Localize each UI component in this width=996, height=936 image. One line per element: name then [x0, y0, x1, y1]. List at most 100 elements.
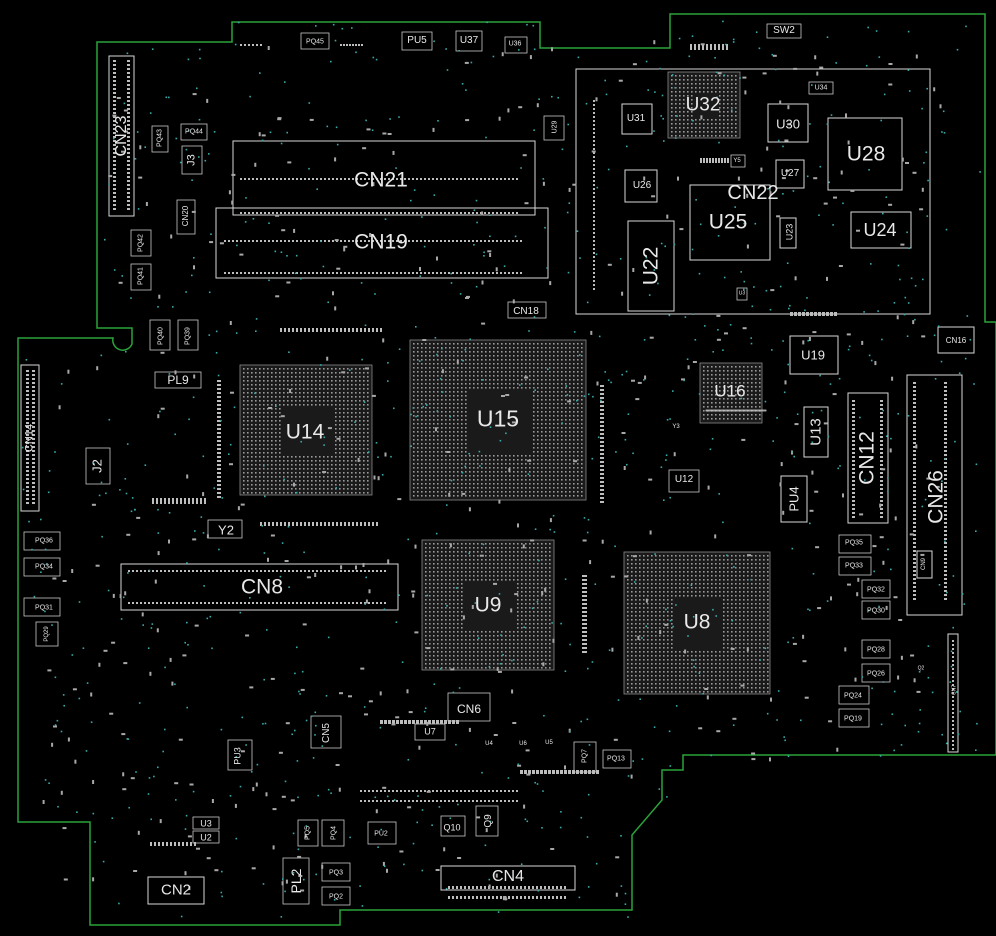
- pad: [388, 240, 390, 242]
- bga-ball: [739, 386, 741, 388]
- bga-ball: [747, 655, 749, 657]
- bga-ball: [279, 432, 281, 434]
- bga-ball: [521, 615, 523, 617]
- bga-ball: [509, 559, 511, 561]
- bga-ball: [635, 595, 637, 597]
- bga-ball: [509, 651, 511, 653]
- bga-ball: [627, 627, 629, 629]
- bga-ball: [639, 643, 641, 645]
- bga-ball: [667, 575, 669, 577]
- bga-ball: [561, 443, 563, 445]
- bga-ball: [545, 555, 547, 557]
- component-outline: [130, 229, 152, 257]
- bga-ball: [529, 611, 531, 613]
- bga-ball: [279, 420, 281, 422]
- bga-ball: [433, 371, 435, 373]
- bga-ball: [449, 643, 451, 645]
- bga-ball: [703, 127, 705, 129]
- bga-ball: [577, 375, 579, 377]
- bga-ball: [481, 635, 483, 637]
- bga-ball: [747, 567, 749, 569]
- bga-ball: [413, 351, 415, 353]
- bga-ball: [553, 463, 555, 465]
- bga-ball: [339, 396, 341, 398]
- bga-ball: [425, 375, 427, 377]
- bga-ball: [731, 378, 733, 380]
- bga-ball: [433, 471, 435, 473]
- bga-ball: [509, 351, 511, 353]
- bga-ball: [715, 579, 717, 581]
- bga-ball: [465, 659, 467, 661]
- bga-ball: [739, 651, 741, 653]
- bga-ball: [323, 400, 325, 402]
- bga-ball: [497, 547, 499, 549]
- bga-ball: [437, 579, 439, 581]
- bga-ball: [469, 651, 471, 653]
- bga-ball: [565, 347, 567, 349]
- bga-ball: [663, 687, 665, 689]
- bga-ball: [247, 424, 249, 426]
- bga-ball: [271, 464, 273, 466]
- bga-ball: [577, 395, 579, 397]
- bga-ball: [577, 379, 579, 381]
- bga-ball: [763, 675, 765, 677]
- bga-ball: [251, 372, 253, 374]
- bga-ball: [425, 387, 427, 389]
- bga-ball: [627, 683, 629, 685]
- bga-ball: [513, 375, 515, 377]
- bga-ball: [711, 663, 713, 665]
- bga-ball: [505, 651, 507, 653]
- bga-ball: [703, 679, 705, 681]
- bga-ball: [747, 579, 749, 581]
- bga-ball: [513, 371, 515, 373]
- bga-ball: [267, 404, 269, 406]
- bga-ball: [259, 400, 261, 402]
- bga-ball: [441, 571, 443, 573]
- bga-ball: [473, 647, 475, 649]
- bga-ball: [639, 647, 641, 649]
- pad: [476, 212, 478, 214]
- bga-ball: [437, 367, 439, 369]
- bga-ball: [759, 382, 761, 384]
- bga-ball: [679, 583, 681, 585]
- bga-ball: [667, 679, 669, 681]
- bga-ball: [493, 579, 495, 581]
- bga-ball: [279, 388, 281, 390]
- bga-ball: [473, 355, 475, 357]
- bga-ball: [461, 371, 463, 373]
- bga-ball: [433, 575, 435, 577]
- pad: [356, 178, 358, 180]
- bga-ball: [565, 355, 567, 357]
- bga-ball: [763, 671, 765, 673]
- bga-ball: [679, 595, 681, 597]
- bga-ball: [723, 659, 725, 661]
- bga-ball: [441, 567, 443, 569]
- pad: [276, 178, 278, 180]
- bga-ball: [699, 671, 701, 673]
- bga-ball: [631, 559, 633, 561]
- bga-ball: [663, 587, 665, 589]
- bga-ball: [433, 643, 435, 645]
- component-outline: [282, 857, 310, 905]
- bga-ball: [565, 439, 567, 441]
- bga-ball: [279, 372, 281, 374]
- bga-ball: [279, 456, 281, 458]
- bga-ball: [441, 587, 443, 589]
- bga-ball: [315, 488, 317, 490]
- bga-ball: [565, 447, 567, 449]
- bga-ball: [711, 127, 713, 129]
- bga-ball: [647, 563, 649, 565]
- bga-ball: [521, 583, 523, 585]
- bga-ball: [267, 396, 269, 398]
- bga-ball: [735, 687, 737, 689]
- pad: [280, 178, 282, 180]
- bga-ball: [497, 371, 499, 373]
- bga-ball: [339, 480, 341, 482]
- bga-ball: [263, 392, 265, 394]
- pad: [432, 178, 434, 180]
- pad: [492, 212, 494, 214]
- u26-chip: [624, 169, 658, 203]
- bga-ball: [691, 575, 693, 577]
- bga-ball: [541, 543, 543, 545]
- bga-ball: [533, 487, 535, 489]
